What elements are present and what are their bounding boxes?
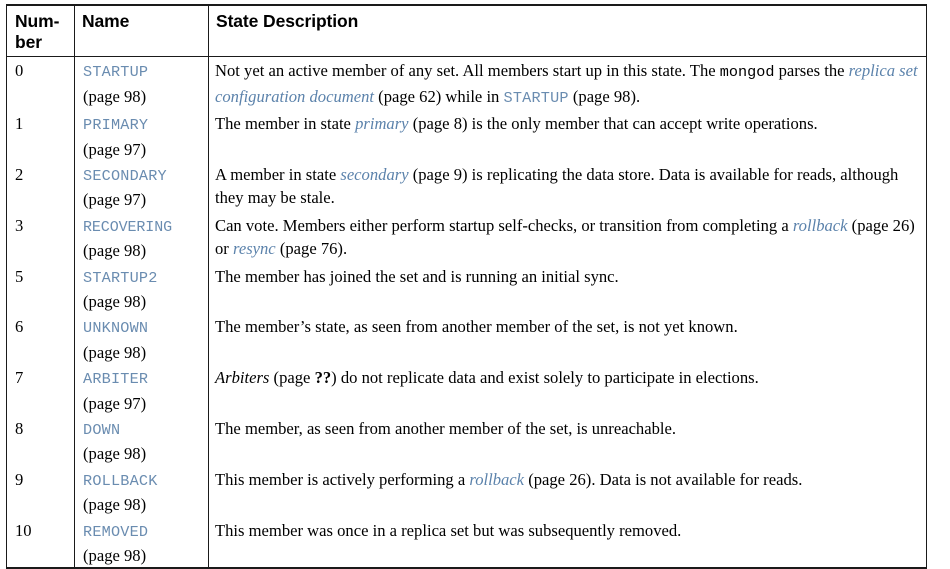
description-text: This member was once in a replica set bu… bbox=[215, 520, 682, 540]
description-text: (page 9) is replicating the data store. … bbox=[215, 164, 899, 208]
table-row: 1 PRIMARY (page 97) The member in state pri… bbox=[6, 110, 927, 161]
description-text: This member is actively performing a bbox=[215, 469, 470, 489]
state-name-cell: ROLLBACK (page 98) bbox=[74, 465, 209, 517]
description-text: (page 26) or bbox=[215, 215, 915, 259]
state-name-cell: RECOVERING (page 98) bbox=[74, 211, 209, 263]
cross-reference-link[interactable]: primary bbox=[355, 114, 409, 134]
cross-reference-link[interactable]: rollback bbox=[469, 469, 525, 489]
inline-code: mongod bbox=[719, 63, 775, 82]
state-description: The member, as seen from another member … bbox=[209, 415, 927, 466]
state-name[interactable]: REMOVED bbox=[83, 522, 149, 541]
state-code-reference[interactable]: STARTUP bbox=[503, 88, 569, 107]
table-header: Num- ber Name State Description bbox=[6, 5, 927, 58]
state-page-reference[interactable]: (page 98) bbox=[83, 444, 147, 464]
state-name-cell: DOWN (page 98) bbox=[74, 414, 209, 466]
description-text: (page 26). Data is not available for rea… bbox=[524, 469, 803, 489]
table-row: 6 UNKNOWN (page 98) The member’s state, as … bbox=[6, 313, 927, 365]
description-text: A member in state bbox=[215, 164, 341, 184]
state-description: This member is actively performing a rol… bbox=[209, 466, 927, 517]
state-name[interactable]: RECOVERING bbox=[83, 218, 173, 236]
state-page-reference[interactable]: (page 98) bbox=[83, 546, 147, 565]
description-text: (page 76). bbox=[275, 239, 348, 259]
state-number: 7 bbox=[6, 364, 75, 415]
state-name-cell: STARTUP (page 98) bbox=[74, 56, 209, 111]
state-page-reference[interactable]: (page 98) bbox=[83, 86, 147, 106]
state-name-cell: STARTUP2 (page 98) bbox=[74, 262, 209, 314]
description-text: The member’s state, as seen from another… bbox=[215, 317, 738, 337]
state-page-reference[interactable]: (page 98) bbox=[83, 342, 147, 362]
description-text: The member in state bbox=[215, 114, 356, 134]
state-name-cell: UNKNOWN (page 98) bbox=[74, 313, 209, 365]
cross-reference-link[interactable]: resync bbox=[232, 239, 276, 259]
description-text: parses the bbox=[774, 61, 849, 81]
description-text: (page bbox=[269, 368, 315, 388]
state-number: 10 bbox=[6, 516, 75, 569]
column-header-description: State Description bbox=[208, 5, 927, 58]
state-name[interactable]: ARBITER bbox=[83, 370, 149, 389]
column-header-number-line2: ber bbox=[15, 31, 42, 52]
state-name[interactable]: UNKNOWN bbox=[83, 319, 149, 338]
state-name[interactable]: ROLLBACK bbox=[83, 471, 158, 490]
state-page-reference[interactable]: (page 97) bbox=[83, 190, 147, 210]
description-text: (page 62) while in bbox=[374, 86, 504, 106]
state-name-cell: REMOVED (page 98) bbox=[74, 516, 209, 569]
column-header-number: Num- ber bbox=[6, 5, 75, 58]
state-name[interactable]: DOWN bbox=[83, 420, 121, 439]
state-page-reference[interactable]: (page 98) bbox=[83, 495, 147, 515]
column-header-name: Name bbox=[74, 5, 209, 58]
state-description: Not yet an active member of any set. All… bbox=[209, 57, 927, 110]
table-row: 10 REMOVED (page 98) This member was once i… bbox=[6, 516, 927, 569]
state-number: 2 bbox=[6, 160, 75, 212]
table-row: 2 SECONDARY (page 97) A member in state sec… bbox=[6, 160, 927, 212]
state-number: 8 bbox=[6, 414, 75, 466]
cross-reference-link[interactable]: replica set configuration document bbox=[215, 61, 918, 106]
cross-reference-link[interactable]: secondary bbox=[340, 164, 409, 184]
state-number: 3 bbox=[6, 211, 75, 263]
state-name[interactable]: PRIMARY bbox=[83, 116, 149, 135]
table-row: 3 RECOVERING (page 98) Can vote. Members ei… bbox=[6, 211, 927, 263]
state-number: 0 bbox=[6, 56, 75, 111]
header-row: Num- ber Name State Description bbox=[6, 5, 927, 58]
table-row: 8 DOWN (page 98) The member, as seen from a… bbox=[6, 414, 927, 466]
description-text: The member, as seen from another member … bbox=[215, 418, 677, 438]
state-description: The member has joined the set and is run… bbox=[209, 263, 927, 314]
state-name-cell: ARBITER (page 97) bbox=[74, 364, 209, 415]
description-text: ) do not replicate data and exist solely… bbox=[331, 368, 759, 388]
description-text: (page 8) is the only member that can acc… bbox=[408, 114, 818, 134]
state-name[interactable]: SECONDARY bbox=[83, 166, 167, 185]
state-name-cell: PRIMARY (page 97) bbox=[74, 110, 209, 161]
state-number: 6 bbox=[6, 313, 75, 365]
column-header-number-line1: Num- bbox=[15, 11, 60, 31]
state-number: 9 bbox=[6, 465, 75, 517]
table-row: 9 ROLLBACK (page 98) This member is activel… bbox=[6, 465, 927, 517]
state-page-reference[interactable]: (page 98) bbox=[83, 291, 147, 311]
state-description: A member in state secondary (page 9) is … bbox=[209, 161, 927, 212]
description-text: The member has joined the set and is run… bbox=[215, 266, 619, 286]
description-text: (page 98). bbox=[568, 86, 641, 106]
state-description: The member’s state, as seen from another… bbox=[209, 313, 927, 364]
description-text: Not yet an active member of any set. All… bbox=[215, 61, 720, 81]
emphasis-text: Arbiters bbox=[215, 368, 270, 388]
state-name[interactable]: STARTUP2 bbox=[83, 268, 158, 287]
state-name-cell: SECONDARY (page 97) bbox=[74, 160, 209, 212]
description-text: Can vote. Members either perform startup… bbox=[215, 215, 793, 235]
unresolved-reference: ?? bbox=[314, 368, 332, 388]
state-number: 1 bbox=[6, 110, 75, 161]
state-description: Arbiters (page ??) do not replicate data… bbox=[209, 364, 927, 415]
state-description: Can vote. Members either perform startup… bbox=[209, 212, 927, 263]
table-row: 5 STARTUP2 (page 98) The member has joined … bbox=[6, 262, 927, 314]
state-page-reference[interactable]: (page 97) bbox=[83, 139, 147, 159]
table-row: 7 ARBITER (page 97) Arbiters (page ??) do n… bbox=[6, 364, 927, 415]
state-page-reference[interactable]: (page 98) bbox=[83, 241, 147, 261]
state-page-reference[interactable]: (page 97) bbox=[83, 393, 147, 413]
cross-reference-link[interactable]: rollback bbox=[792, 215, 848, 235]
state-number: 5 bbox=[6, 262, 75, 314]
state-description: The member in state primary (page 8) is … bbox=[209, 110, 927, 161]
state-name[interactable]: STARTUP bbox=[83, 63, 149, 82]
state-description: This member was once in a replica set bu… bbox=[209, 517, 927, 569]
